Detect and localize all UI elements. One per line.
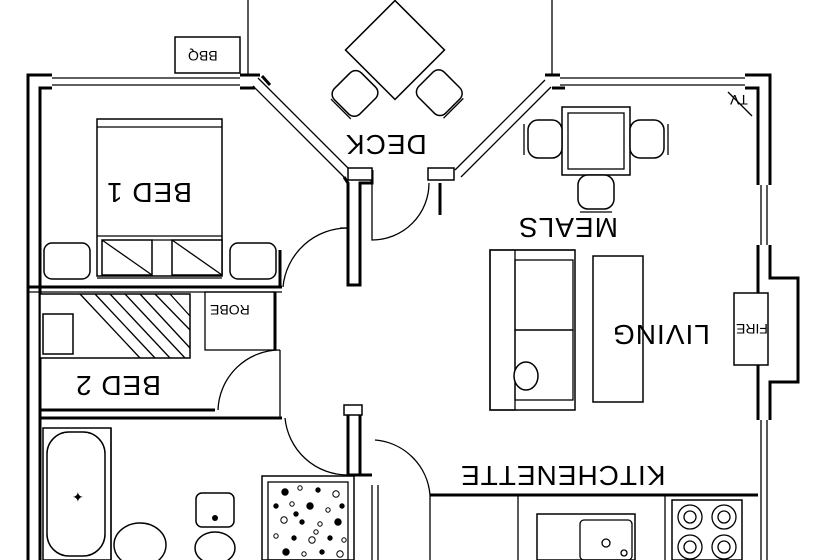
room-label-deck: DECK [345,129,427,160]
shower-dot [317,521,323,527]
shower-dot [291,535,297,541]
bbq-box [174,36,241,74]
room-label-bed1: BED 1 [106,177,192,208]
shower-dot [293,511,299,517]
room-label-robe: ROBE [210,302,250,318]
deck-table-set [330,0,464,120]
shower-dot [315,487,321,493]
bed-2 [39,293,191,359]
shower-dot [308,536,316,544]
sofa [489,249,576,411]
bed-1 [43,118,277,280]
kitchen-fixtures [536,499,743,560]
shower-dot [297,485,303,491]
label-tv: TV [730,92,748,108]
coffee-table [592,255,644,403]
shower-dot [327,535,333,541]
shower-dot [289,501,295,507]
room-label-kitchenette: KITCHENETTE [460,460,666,491]
fireplace [733,292,769,366]
tv-symbol [727,91,753,117]
bathroom-fixtures: ✦ [42,427,355,560]
shower-dot [334,518,342,526]
room-label-meals: MEALS [518,212,618,243]
interior-walls [28,167,758,560]
shower-dot [313,529,319,535]
shower-dot [273,533,279,539]
shower-pattern [273,485,347,558]
svg-text:✦: ✦ [72,490,84,506]
door-swings [217,182,431,496]
shower-dot [319,549,325,555]
shower-dot [325,507,331,513]
shower-dot [301,551,307,557]
label-fire: FIRE [736,321,768,337]
meals-table-set [523,106,669,213]
room-label-bbq: BBQ [188,48,218,64]
room-label-living: LIVING [612,319,710,350]
shower-dot [306,502,314,510]
shower-dot [282,548,290,556]
shower-dot [332,490,340,498]
shower-dot [336,550,344,558]
shower-dot [341,537,347,543]
shower-dot [281,488,289,496]
shower-dot [280,516,288,524]
shower-dot [299,519,305,525]
room-label-bed2: BED 2 [75,370,161,401]
shower-dot [339,503,345,509]
exterior-walls [26,0,800,560]
shower-dot [273,503,279,509]
